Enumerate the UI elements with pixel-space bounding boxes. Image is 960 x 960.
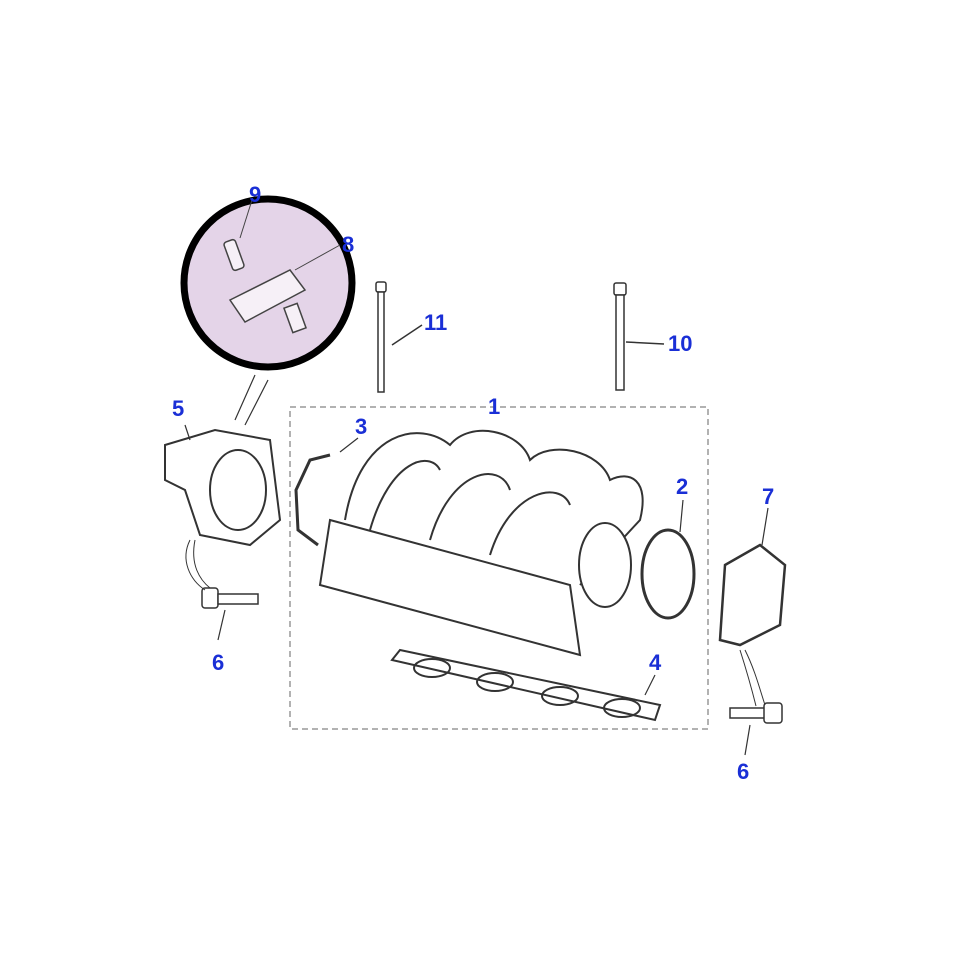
- callout-9: 9: [249, 182, 262, 207]
- callout-10: 10: [668, 331, 693, 356]
- bolt-10-icon: [613, 282, 665, 391]
- sensor-8-icon: [228, 269, 307, 323]
- callout-6-left: 6: [212, 650, 225, 675]
- callout-5: 5: [172, 396, 185, 421]
- callout-7: 7: [762, 484, 775, 509]
- o-ring-2-icon: [640, 528, 696, 620]
- bolt-6-right-icon: [729, 702, 783, 724]
- gasket-3-icon: [294, 453, 331, 547]
- throttle-body-5-icon: [164, 428, 282, 547]
- magnified-detail: [180, 195, 356, 371]
- gasket-7-icon: [718, 543, 787, 647]
- callout-2: 2: [676, 474, 689, 499]
- callout-1: 1: [488, 394, 501, 419]
- callout-8: 8: [342, 232, 355, 257]
- callout-11: 11: [424, 310, 448, 335]
- screw-9-icon: [223, 238, 245, 272]
- gasket-4-icon: [390, 648, 662, 722]
- callout-3: 3: [355, 414, 368, 439]
- bolt-11-icon: [375, 281, 423, 393]
- bolt-6-left-icon: [201, 587, 259, 609]
- intake-manifold-icon: [318, 429, 644, 657]
- callout-6-right: 6: [737, 759, 750, 784]
- callout-4: 4: [649, 650, 662, 675]
